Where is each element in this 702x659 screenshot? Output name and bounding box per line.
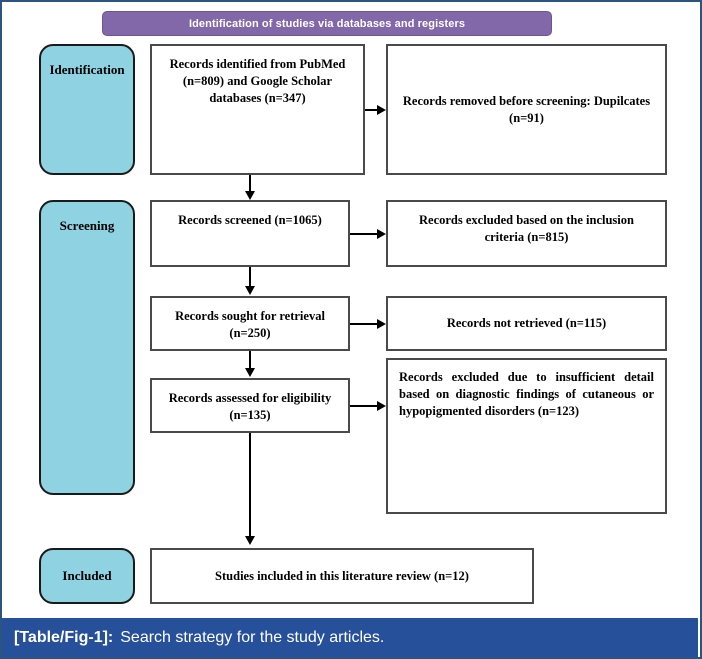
stage-label-screening: Screening xyxy=(39,200,135,495)
connector-screened-to-excluded-criteria xyxy=(350,233,379,235)
connector-assessed-to-excluded-detail xyxy=(350,405,379,407)
box-studies-included-text: Studies included in this literature revi… xyxy=(215,568,469,583)
stage-label-identification: Identification xyxy=(39,44,135,175)
connector-sought-to-not-retrieved xyxy=(350,323,379,325)
box-records-identified-text: Records identified from PubMed (n=809) a… xyxy=(169,57,346,105)
box-records-not-retrieved-text: Records not retrieved (n=115) xyxy=(446,316,607,331)
arrowhead-assessed-to-excluded-detail xyxy=(377,401,386,411)
box-records-assessed-eligibility: Records assessed for eligibility (n=135) xyxy=(150,378,350,433)
stage-identification-text: Identification xyxy=(49,62,125,77)
box-studies-included: Studies included in this literature revi… xyxy=(150,548,534,604)
box-records-identified: Records identified from PubMed (n=809) a… xyxy=(150,44,365,175)
stage-screening-text: Screening xyxy=(59,218,115,233)
identification-banner: Identification of studies via databases … xyxy=(102,11,552,36)
box-records-excluded-insufficient-detail-text: Records excluded due to insufficient det… xyxy=(399,370,654,418)
arrowhead-sought-to-not-retrieved xyxy=(377,319,386,329)
connector-screened-to-sought xyxy=(249,267,251,287)
box-records-removed-text: Records removed before screening: Dupilc… xyxy=(402,93,651,125)
stage-label-included: Included xyxy=(39,548,135,604)
box-records-excluded-criteria: Records excluded based on the inclusion … xyxy=(386,200,667,267)
box-records-excluded-criteria-text: Records excluded based on the inclusion … xyxy=(419,213,634,244)
arrowhead-screened-to-excluded-criteria xyxy=(377,229,386,239)
stage-included-text: Included xyxy=(62,568,112,583)
box-records-removed: Records removed before screening: Dupilc… xyxy=(386,44,667,175)
connector-identified-to-screened xyxy=(249,175,251,192)
figure-caption-tag: [Table/Fig-1]: xyxy=(14,628,114,646)
box-records-screened-text: Records screened (n=1065) xyxy=(178,213,322,227)
box-records-screened: Records screened (n=1065) xyxy=(150,200,350,267)
figure-caption-text: Search strategy for the study articles. xyxy=(120,628,385,646)
arrowhead-identified-to-screened xyxy=(245,191,255,200)
box-records-not-retrieved: Records not retrieved (n=115) xyxy=(386,296,667,351)
connector-identified-to-removed xyxy=(365,109,379,111)
figure-caption-bar: [Table/Fig-1]: Search strategy for the s… xyxy=(2,618,698,657)
connector-assessed-to-included xyxy=(249,433,251,537)
arrowhead-identified-to-removed xyxy=(377,105,386,115)
arrowhead-assessed-to-included xyxy=(245,536,255,545)
box-records-excluded-insufficient-detail: Records excluded due to insufficient det… xyxy=(386,358,667,514)
diagram-canvas: Identification of studies via databases … xyxy=(2,2,700,616)
box-records-sought-retrieval-text: Records sought for retrieval (n=250) xyxy=(175,309,325,340)
box-records-sought-retrieval: Records sought for retrieval (n=250) xyxy=(150,296,350,351)
box-records-assessed-eligibility-text: Records assessed for eligibility (n=135) xyxy=(168,391,332,422)
arrowhead-screened-to-sought xyxy=(245,286,255,295)
connector-sought-to-assessed xyxy=(249,351,251,369)
arrowhead-sought-to-assessed xyxy=(245,368,255,377)
